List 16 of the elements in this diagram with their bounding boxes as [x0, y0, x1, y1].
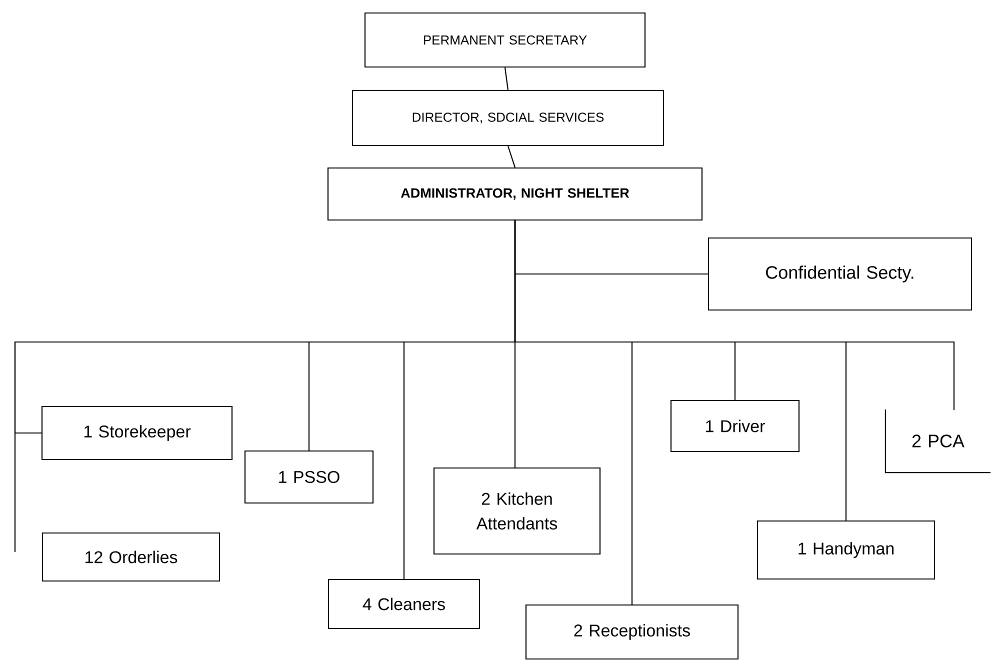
connector-line [504, 67, 509, 90]
org-box: 1 Driver [670, 400, 800, 452]
org-box: 2 Kitchen Attendants [433, 467, 601, 555]
org-box: 1 PSSO [244, 450, 374, 504]
open-box: 2 PCA [884, 409, 991, 474]
connector-line [507, 146, 516, 168]
org-box: Confidential Secty. [708, 237, 972, 311]
org-box: 1 Handyman [756, 520, 936, 580]
org-box: 12 Orderlies [42, 532, 220, 582]
org-box: ADMINISTRATOR, NIGHT SHELTER [327, 167, 703, 221]
org-box: DIRECTOR, SDCIAL SERVICES [352, 90, 664, 146]
org-box: PERMANENT SECRETARY [364, 12, 646, 68]
org-box: 1 Storekeeper [41, 406, 233, 460]
connector-line [514, 220, 955, 410]
org-box: 2 Receptionists [525, 604, 739, 660]
org-box: 4 Cleaners [328, 578, 480, 630]
